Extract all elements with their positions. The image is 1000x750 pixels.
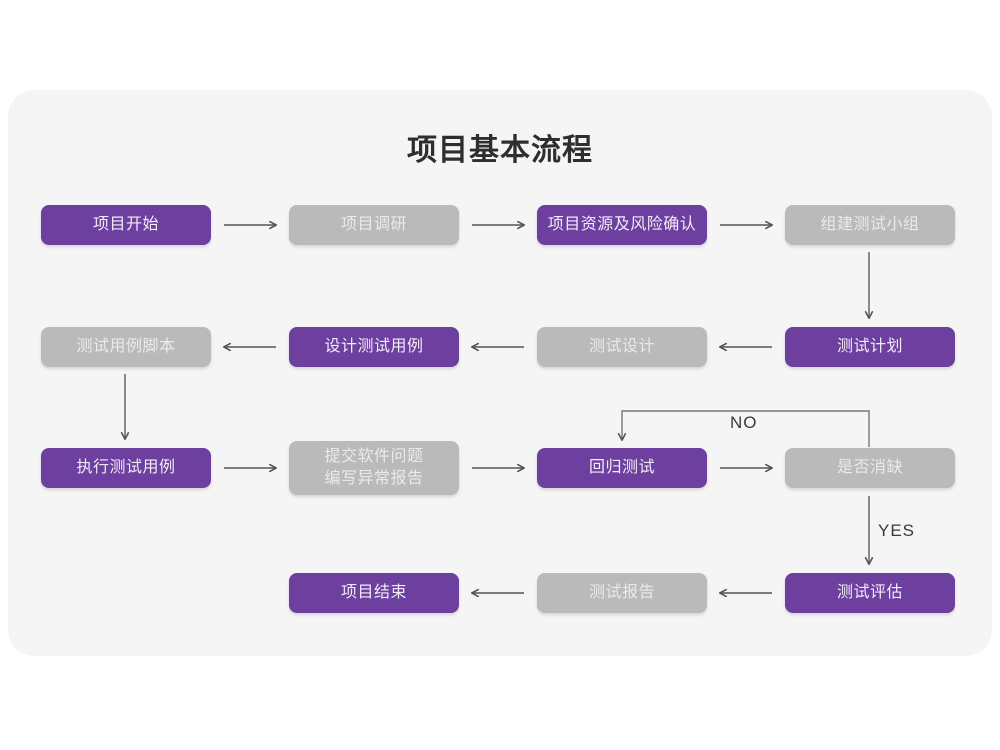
node-build-test-team[interactable]: 组建测试小组 [785,205,955,245]
node-test-case-script[interactable]: 测试用例脚本 [41,327,211,367]
edge-label-no: NO [730,413,758,432]
flowchart-card [8,90,992,656]
node-test-design[interactable]: 测试设计 [537,327,707,367]
node-resource-risk-confirm[interactable]: 项目资源及风险确认 [537,205,707,245]
node-project-research[interactable]: 项目调研 [289,205,459,245]
node-defect-resolved[interactable]: 是否消缺 [785,448,955,488]
node-project-start[interactable]: 项目开始 [41,205,211,245]
node-test-report[interactable]: 测试报告 [537,573,707,613]
page-title: 项目基本流程 [407,134,593,167]
node-execute-test-case[interactable]: 执行测试用例 [41,448,211,488]
node-submit-defect-report[interactable]: 提交软件问题 编写异常报告 [289,441,459,495]
node-regression-test[interactable]: 回归测试 [537,448,707,488]
node-project-end[interactable]: 项目结束 [289,573,459,613]
node-test-plan[interactable]: 测试计划 [785,327,955,367]
edge-label-yes: YES [878,521,916,540]
node-test-evaluation[interactable]: 测试评估 [785,573,955,613]
node-design-test-case[interactable]: 设计测试用例 [289,327,459,367]
